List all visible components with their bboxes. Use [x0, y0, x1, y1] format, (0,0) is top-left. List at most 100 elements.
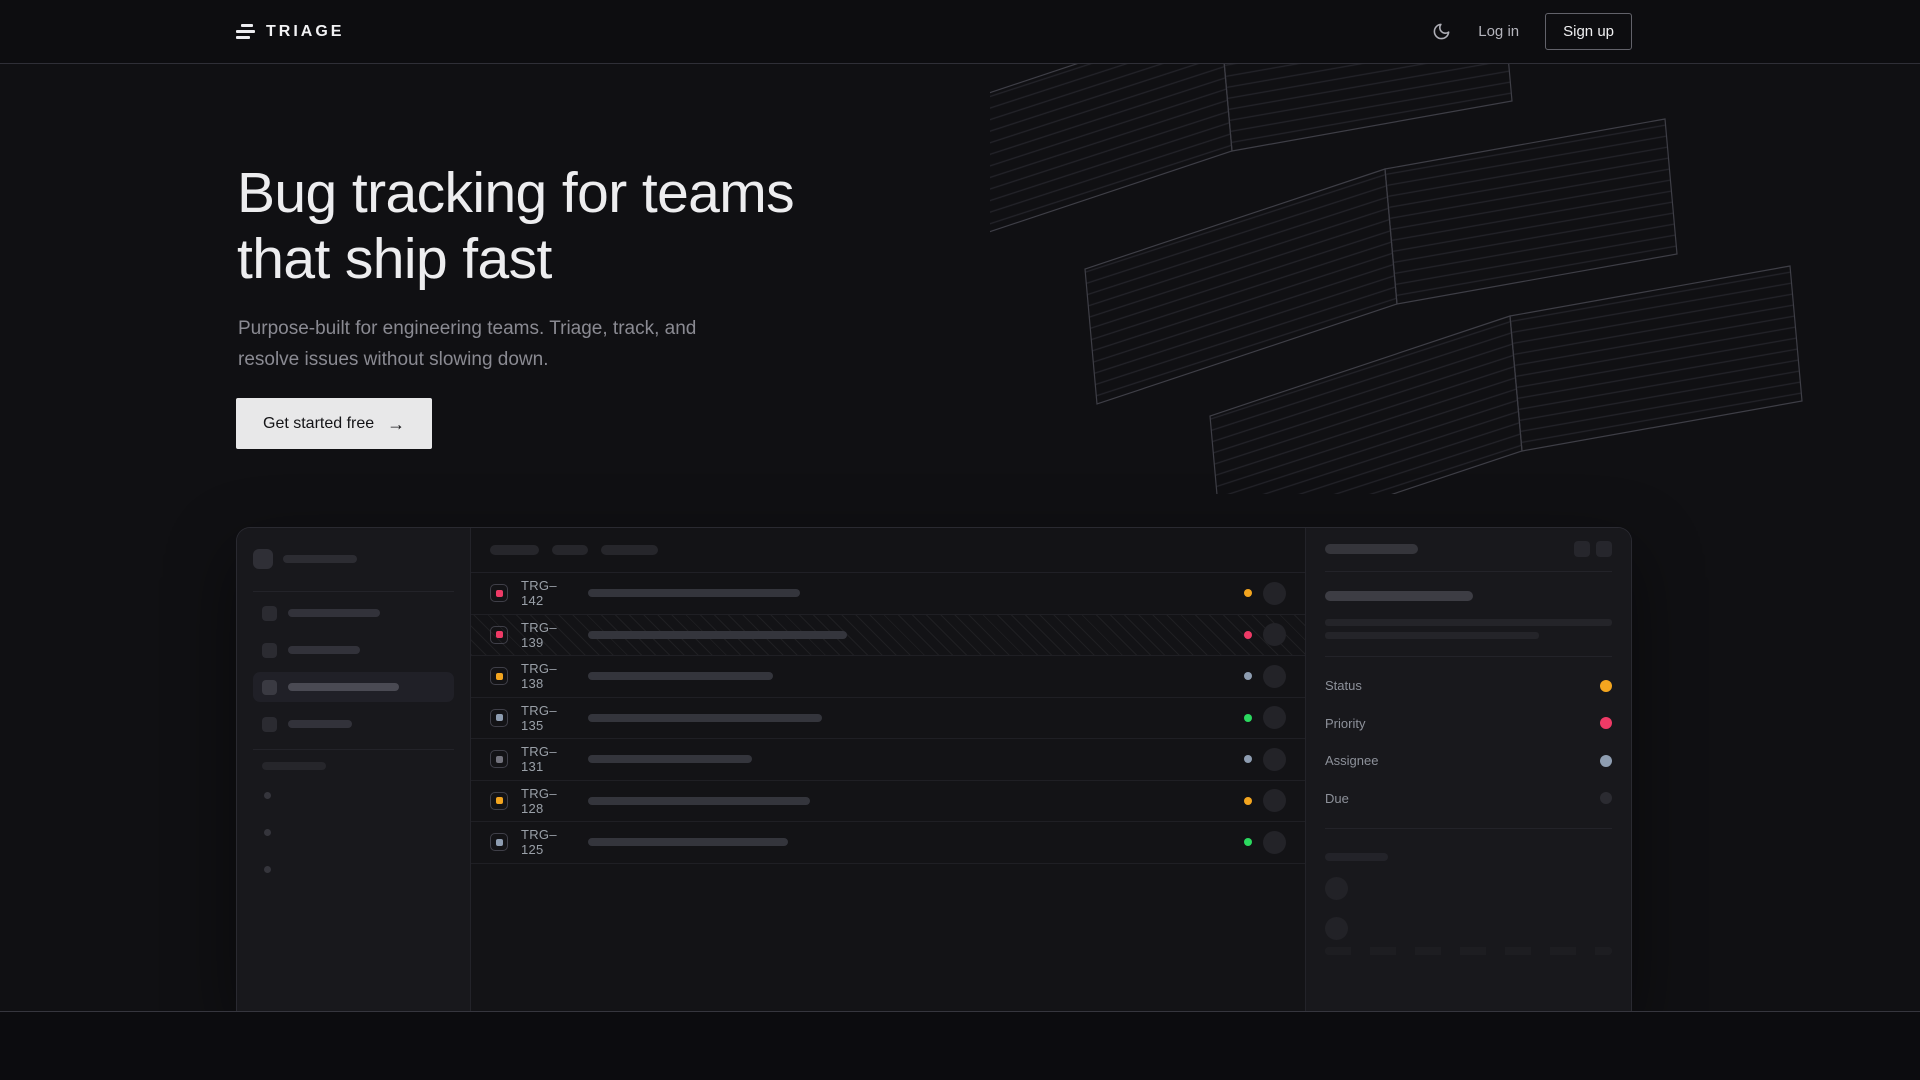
mockup-issue-avatar — [1263, 581, 1286, 605]
mockup-field-list: Status Priority Assignee Due — [1325, 667, 1612, 817]
mockup-detail-divider — [1325, 828, 1612, 829]
mockup-issue-avatar — [1263, 830, 1286, 854]
moon-icon — [1433, 23, 1450, 40]
mockup-issue-title-skeleton — [588, 796, 810, 805]
mockup-description-skeleton — [1325, 619, 1612, 626]
mockup-detail-field-dot — [1600, 754, 1612, 767]
mockup-issue-status-dot — [1244, 630, 1252, 639]
mockup-issue-title-skeleton — [1325, 591, 1473, 601]
brand-name: TRIAGE — [266, 22, 345, 40]
hero-title: Bug tracking for teams that ship fast — [237, 160, 795, 292]
mockup-nav-item — [253, 635, 454, 665]
mockup-issue-avatar — [1263, 747, 1286, 771]
hero-subtitle: Purpose-built for engineering teams. Tri… — [238, 318, 697, 370]
mockup-detail-header — [1325, 541, 1612, 557]
mockup-issue-avatar — [1263, 789, 1286, 813]
mockup-filter-pill — [601, 545, 658, 555]
mockup-nav-label-skeleton — [288, 609, 380, 617]
mockup-issue-status-dot — [1244, 672, 1252, 681]
get-started-button[interactable]: Get started free → — [236, 398, 433, 449]
mockup-nav-icon — [262, 605, 277, 621]
mockup-list-dot — [264, 829, 271, 836]
mockup-issue-status-dot — [1244, 796, 1252, 805]
mockup-filter-pill — [490, 545, 539, 555]
theme-toggle-button[interactable] — [1430, 21, 1452, 43]
mockup-detail-button — [1596, 541, 1612, 557]
mockup-issue-row: TRG–131 — [471, 739, 1305, 781]
mockup-issue-row: TRG–139 — [471, 614, 1305, 656]
mockup-issue-type-dot — [495, 755, 503, 763]
mockup-nav-item — [253, 709, 454, 739]
mockup-detail-field-label: Priority — [1325, 715, 1366, 731]
mockup-issue-type-dot — [495, 714, 503, 722]
mockup-issue-type-icon — [490, 584, 508, 603]
mockup-workspace-row — [253, 548, 454, 569]
mockup-issue-row: TRG–128 — [471, 781, 1305, 822]
get-started-label: Get started free — [263, 414, 375, 432]
mockup-issue-title-skeleton — [588, 838, 788, 847]
mockup-list-dot — [264, 792, 271, 799]
mockup-detail-buttons — [1574, 541, 1612, 557]
hero-title-line1: Bug tracking for teams — [237, 161, 795, 226]
mockup-issue-title-skeleton — [588, 713, 822, 722]
hero-title-line2: that ship fast — [237, 227, 552, 292]
mockup-detail-field-dot — [1600, 792, 1612, 805]
mockup-sidebar — [237, 528, 471, 1013]
mockup-detail-field-label: Assignee — [1325, 753, 1379, 769]
mockup-issue-list: TRG–142 TRG–139 TRG–138 TRG–135 — [471, 573, 1305, 864]
mockup-issue-id: TRG–128 — [521, 785, 557, 816]
app-mockup-card: TRG–142 TRG–139 TRG–138 TRG–135 — [236, 527, 1632, 1013]
mockup-nav-icon — [262, 679, 277, 695]
mockup-issue-type-icon — [490, 833, 508, 852]
mockup-workspace-name-skeleton — [283, 554, 357, 563]
mockup-issue-avatar — [1263, 706, 1286, 730]
mockup-issue-status-dot — [1244, 838, 1252, 847]
mockup-section-skeleton — [262, 762, 326, 770]
mockup-nav-icon — [262, 716, 277, 732]
mockup-nav-item-active — [253, 672, 454, 702]
mockup-issue-list-panel: TRG–142 TRG–139 TRG–138 TRG–135 — [471, 528, 1305, 1013]
mockup-issue-type-dot — [495, 589, 503, 597]
mockup-issue-row: TRG–138 — [471, 656, 1305, 698]
mockup-issue-type-icon — [490, 750, 508, 769]
mockup-issue-row: TRG–142 — [471, 573, 1305, 615]
triage-logo-icon — [236, 23, 255, 40]
mockup-issue-type-dot — [495, 838, 503, 846]
mockup-nav-label-skeleton — [288, 720, 352, 728]
mockup-description-skeleton — [1325, 632, 1539, 639]
mockup-nav-item — [253, 598, 454, 628]
mockup-issue-status-dot — [1244, 589, 1252, 598]
login-button[interactable]: Log in — [1478, 23, 1520, 40]
mockup-issue-row: TRG–125 — [471, 822, 1305, 864]
mockup-issue-type-icon — [490, 708, 508, 727]
mockup-issue-title-skeleton — [588, 589, 800, 598]
mockup-detail-field-label: Due — [1325, 790, 1349, 806]
mockup-nav-list — [253, 598, 454, 739]
mockup-issue-avatar — [1263, 664, 1286, 688]
brand-logo[interactable]: TRIAGE — [236, 23, 344, 41]
mockup-detail-field-label: Status — [1325, 678, 1362, 694]
mockup-issue-row: TRG–135 — [471, 698, 1305, 739]
mockup-detail-title-skeleton — [1325, 544, 1418, 554]
mockup-detail-field-dot — [1600, 717, 1612, 730]
mockup-nav-label-skeleton — [288, 646, 360, 654]
mockup-sidebar-divider — [253, 749, 454, 750]
mockup-activity-avatar — [1325, 917, 1348, 940]
mockup-sidebar-divider — [253, 591, 454, 592]
mockup-issue-type-icon — [490, 625, 508, 644]
mockup-detail-field-row: Due — [1325, 780, 1612, 818]
mockup-nav-icon — [262, 642, 277, 658]
mockup-detail-field-dot — [1600, 679, 1612, 692]
header-actions: Log in Sign up — [1430, 13, 1632, 50]
mockup-detail-divider — [1325, 571, 1612, 572]
mockup-issue-title-skeleton — [588, 672, 773, 681]
mockup-list-toolbar — [471, 528, 1305, 573]
signup-button[interactable]: Sign up — [1545, 13, 1632, 50]
mockup-detail-field-row: Assignee — [1325, 742, 1612, 780]
mockup-detail-field-row: Status — [1325, 667, 1612, 705]
mockup-detail-panel: Status Priority Assignee Due — [1305, 528, 1631, 1013]
mockup-issue-id: TRG–138 — [521, 661, 557, 692]
mockup-nav-label-skeleton — [288, 683, 399, 691]
mockup-workspace-icon — [253, 548, 273, 569]
mockup-detail-button — [1574, 541, 1590, 557]
